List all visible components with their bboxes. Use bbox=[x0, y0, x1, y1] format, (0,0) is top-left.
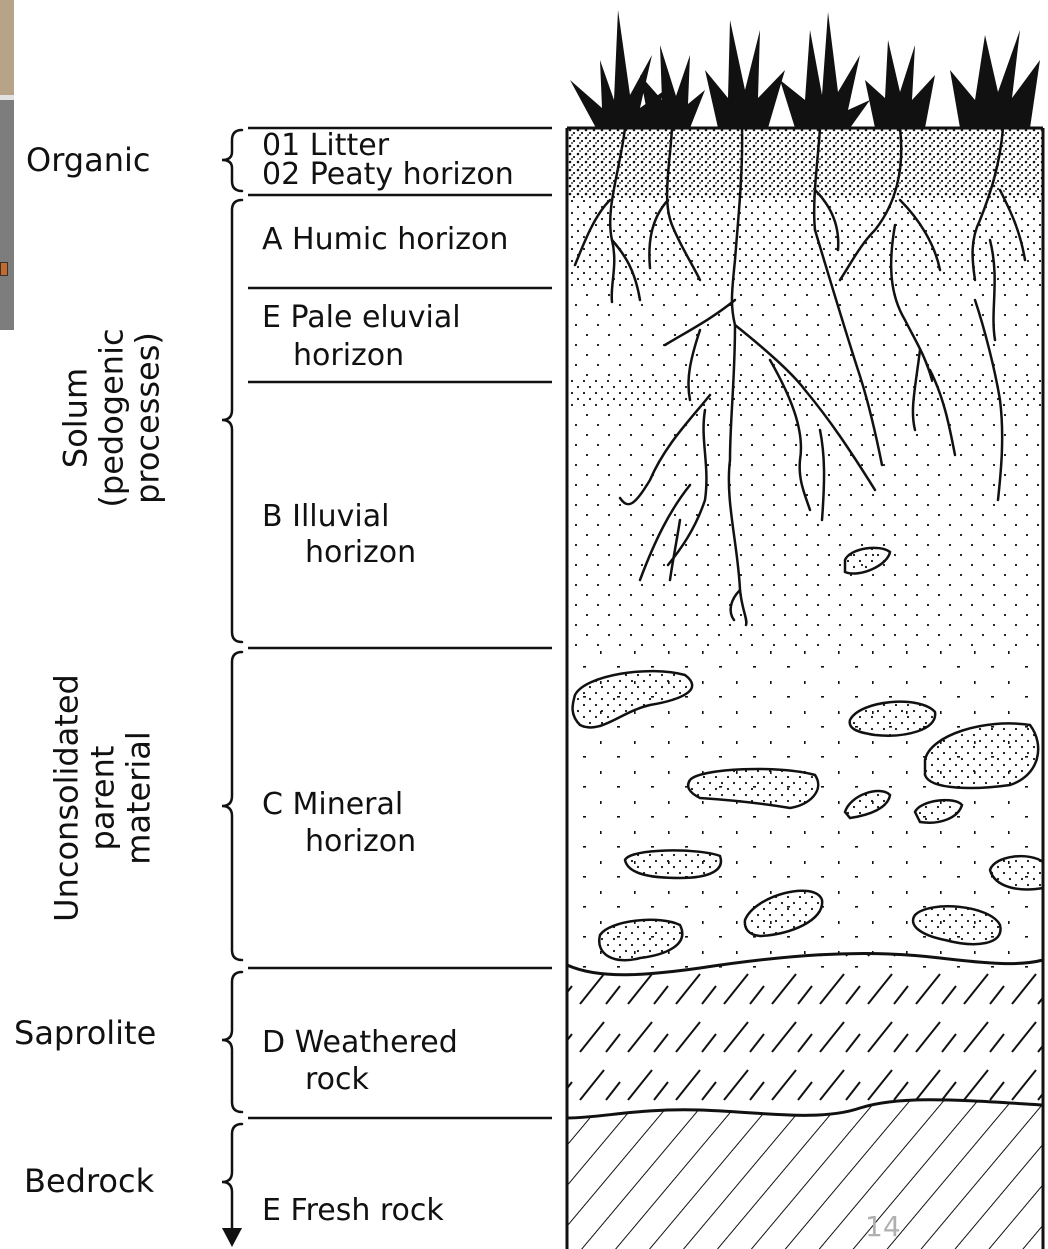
horizon-label-d-line2: rock bbox=[305, 1062, 369, 1098]
brace-unconsolidated bbox=[222, 652, 242, 960]
group-label-bedrock: Bedrock bbox=[24, 1163, 154, 1200]
horizon-label-e-line2: horizon bbox=[293, 338, 404, 374]
eluvial-lower-band-fill bbox=[567, 380, 1043, 410]
organic-layer-fill bbox=[567, 128, 1043, 198]
horizon-label-b-line2: horizon bbox=[305, 535, 416, 571]
horizon-label-a: A Humic horizon bbox=[262, 222, 508, 258]
group-label-solum: Solum (pedogenic processes) bbox=[58, 328, 165, 507]
solum-line-1: Solum bbox=[58, 328, 94, 507]
grass-tufts bbox=[570, 10, 1040, 128]
group-label-organic: Organic bbox=[26, 142, 150, 179]
continues-down-arrow bbox=[222, 1228, 242, 1247]
pebble bbox=[625, 850, 721, 878]
unconsolidated-line-1: Unconsolidated bbox=[49, 674, 85, 922]
unconsolidated-line-3: material bbox=[121, 674, 157, 922]
illuvial-layer-fill bbox=[567, 410, 1043, 650]
weathered-rock-fill bbox=[567, 953, 1043, 1118]
horizon-label-c-line1: C Mineral bbox=[262, 787, 403, 823]
fresh-rock-fill bbox=[567, 1100, 1043, 1249]
brace-saprolite bbox=[222, 972, 242, 1112]
grass-tuft bbox=[780, 12, 870, 128]
brace-bedrock bbox=[222, 1124, 242, 1232]
horizon-label-r: E Fresh rock bbox=[262, 1193, 444, 1229]
grass-tuft bbox=[705, 20, 785, 128]
grass-tuft bbox=[950, 30, 1040, 128]
horizon-label-e-line1: E Pale eluvial bbox=[262, 300, 461, 336]
group-label-unconsolidated: Unconsolidated parent material bbox=[49, 674, 156, 922]
horizon-label-o2: 02 Peaty horizon bbox=[262, 157, 514, 193]
horizon-dividers bbox=[248, 128, 552, 1118]
eluvial-layer-fill bbox=[567, 288, 1043, 383]
group-braces bbox=[222, 130, 242, 1232]
grass-tuft bbox=[865, 40, 935, 128]
horizon-label-b-line1: B Illuvial bbox=[262, 499, 389, 535]
brace-solum bbox=[222, 200, 242, 642]
brace-organic bbox=[222, 130, 242, 191]
humic-layer-fill bbox=[567, 198, 1043, 288]
horizon-label-c-line2: horizon bbox=[305, 824, 416, 860]
solum-line-2: (pedogenic bbox=[94, 328, 130, 507]
group-label-saprolite: Saprolite bbox=[14, 1015, 156, 1052]
grass-tuft bbox=[640, 45, 705, 128]
unconsolidated-line-2: parent bbox=[85, 674, 121, 922]
solum-line-3: processes) bbox=[130, 328, 166, 507]
horizon-label-d-line1: D Weathered bbox=[262, 1025, 458, 1061]
page-number: 14 bbox=[865, 1210, 901, 1243]
